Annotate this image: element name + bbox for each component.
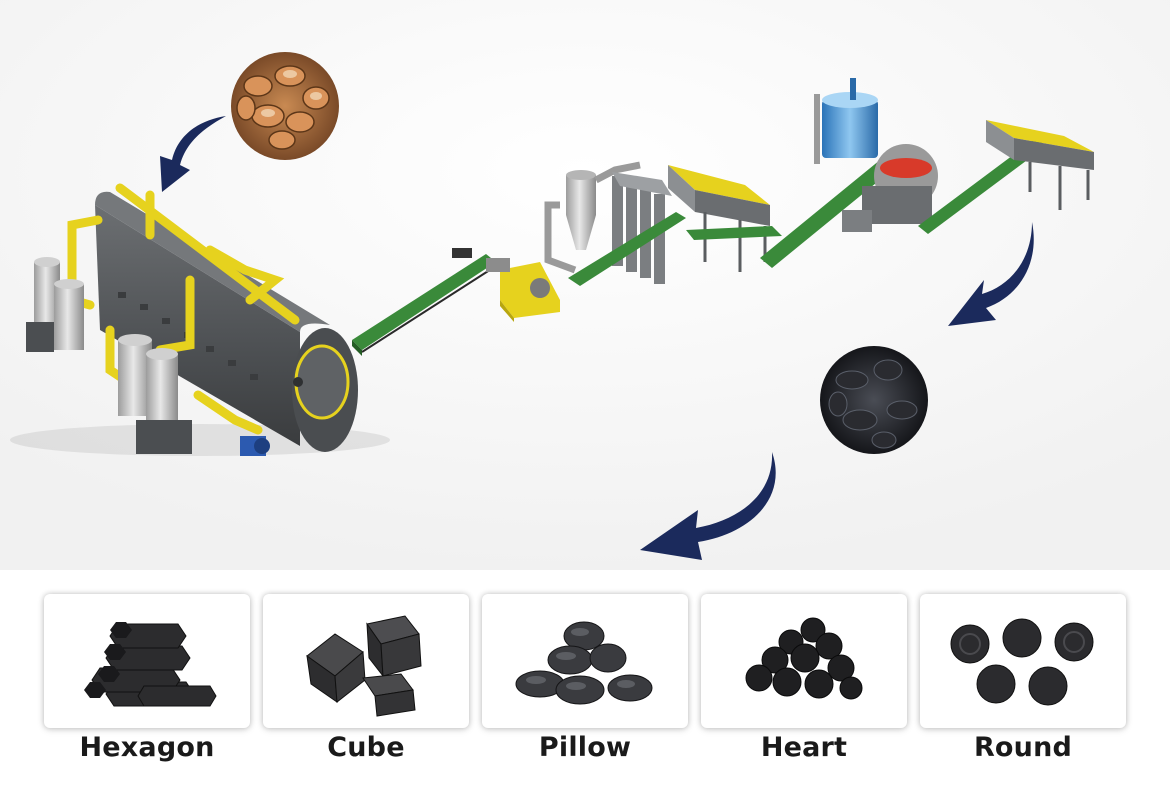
carbonization-furnace bbox=[10, 183, 390, 456]
production-line-scene bbox=[0, 0, 1170, 570]
crusher bbox=[486, 258, 560, 322]
flow-arrow-3 bbox=[640, 452, 776, 560]
flow-arrow-1 bbox=[160, 116, 226, 192]
charcoal-circle bbox=[820, 346, 928, 454]
product-label-pillow: Pillow bbox=[538, 732, 632, 763]
heart-briquettes-icon bbox=[701, 594, 907, 728]
product-label-round: Round bbox=[973, 732, 1073, 763]
cube-briquettes-icon bbox=[263, 594, 469, 728]
product-label-cube: Cube bbox=[327, 732, 405, 763]
pillow-briquettes-icon bbox=[482, 594, 688, 728]
hexagon-briquettes-icon bbox=[44, 594, 250, 728]
feeding-bin-1 bbox=[668, 165, 782, 272]
product-shapes-row: Hexagon Cube bbox=[44, 594, 1126, 784]
product-card-cube: Cube bbox=[263, 594, 469, 784]
product-label-hexagon: Hexagon bbox=[79, 732, 215, 763]
product-card-heart: Heart bbox=[701, 594, 907, 784]
product-card-hexagon: Hexagon bbox=[44, 594, 250, 784]
product-card-pillow: Pillow bbox=[482, 594, 688, 784]
output-conveyor bbox=[918, 120, 1094, 234]
product-label-heart: Heart bbox=[760, 732, 848, 763]
cyclone-dryer bbox=[544, 161, 686, 286]
conveyor-1 bbox=[352, 248, 497, 356]
round-briquettes-icon bbox=[920, 594, 1126, 728]
product-card-round: Round bbox=[920, 594, 1126, 784]
flow-arrow-2 bbox=[948, 222, 1034, 326]
mixer-press bbox=[760, 78, 938, 268]
raw-material-circle bbox=[231, 52, 339, 160]
